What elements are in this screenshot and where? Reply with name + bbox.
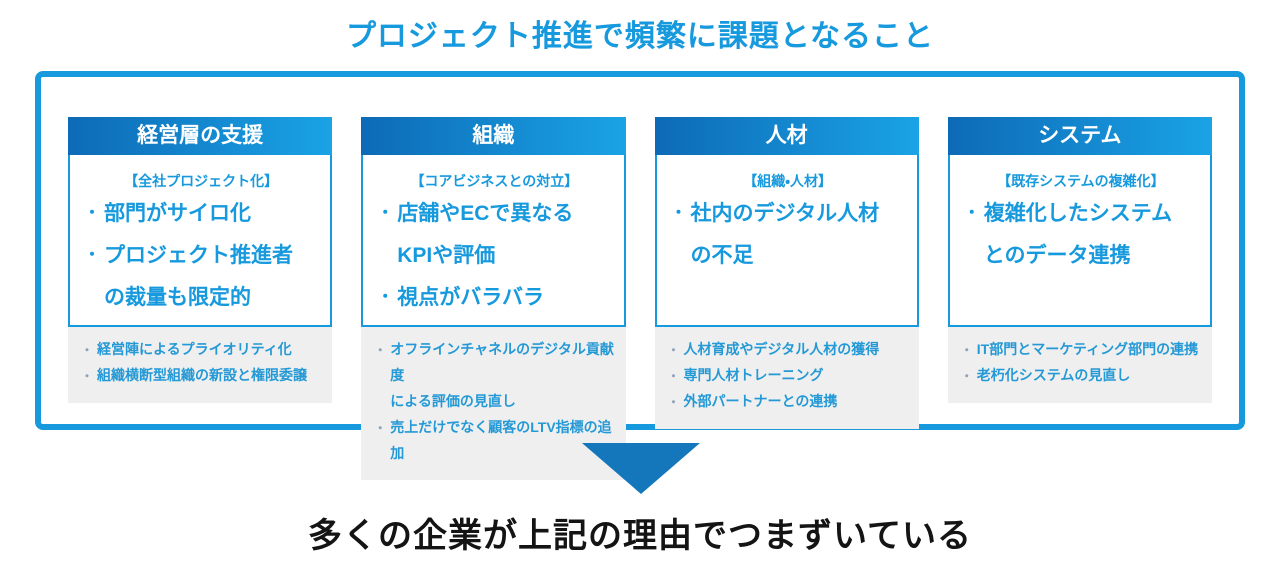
column-subtitle: 【全社プロジェクト化】 [124,173,279,189]
issue-item: ・社内のデジタル人材 の不足 [669,193,907,277]
bullet-icon: ・ [84,247,101,264]
solutions-list: ・IT部門とマーケティング部門の連携・老朽化システムの見直し [960,337,1202,389]
bullet-icon: ・ [670,205,687,222]
bullet-icon: ・ [667,394,680,409]
issue-item-text: 視点がバラバラ [397,286,545,309]
bullet-icon: ・ [667,368,680,383]
bullet-icon: ・ [377,205,394,222]
solutions-list: ・オフラインチャネルのデジタル貢献度 による評価の見直し・売上だけでなく顧客のL… [373,337,615,466]
solution-item-text: 人材育成やデジタル人材の獲得 [683,341,880,357]
solution-item: ・経営陣によるプライオリティ化 [80,337,322,363]
issue-item: ・複雑化したシステム とのデータ連携 [962,193,1200,277]
issue-list: ・複雑化したシステム とのデータ連携 [962,193,1200,277]
solution-item: ・オフラインチャネルのデジタル貢献度 による評価の見直し [373,337,615,415]
column-header-label: 経営層の支援 [68,117,333,155]
issue-list: ・店舗やECで異なる KPIや評価・視点がバラバラ [375,193,613,319]
column-body: 【全社プロジェクト化】 ・部門がサイロ化・プロジェクト推進者 の裁量も限定的 [68,155,333,327]
bullet-icon: ・ [960,343,973,357]
column-header-label: 人材 [654,117,919,155]
issue-item: ・店舗やECで異なる KPIや評価 [375,193,613,277]
solution-item: ・売上だけでなく顧客のLTV指標の追加 [373,415,615,467]
issue-column: 組織 【コアビジネスとの対立】 ・店舗やECで異なる KPIや評価・視点がバラバ… [361,117,626,481]
issue-column: 人材 【組織・人材】 ・社内のデジタル人材 の不足 ・人材育成やデジタル人材の獲… [654,117,919,429]
issue-item: ・プロジェクト推進者 の裁量も限定的 [82,235,320,319]
issue-column: システム 【既存システムの複雑化】 ・複雑化したシステム とのデータ連携 ・IT… [947,117,1212,403]
column-header-label: システム [947,117,1212,155]
solutions-list: ・経営陣によるプライオリティ化・組織横断型組織の新設と権限委譲 [80,337,322,389]
bullet-icon: ・ [81,343,94,357]
bullet-icon: ・ [81,368,94,383]
column-subtitle: 【コアビジネスとの対立】 [410,173,579,189]
issues-board: 経営層の支援 【全社プロジェクト化】 ・部門がサイロ化・プロジェクト推進者 の裁… [35,71,1245,481]
column-body: 【既存システムの複雑化】 ・複雑化したシステム とのデータ連携 [947,155,1212,327]
solution-item-text: 外部パートナーとの連携 [683,392,838,409]
solution-item-text: 老朽化システムの見直し [976,366,1131,383]
solution-item-text: IT部門とマーケティング部門の連携 [976,341,1199,357]
solution-item-text: 組織横断型組織の新設と権限委譲 [97,366,307,383]
issue-item-text: 部門がサイロ化 [104,202,251,225]
solution-item: ・外部パートナーとの連携 [667,389,909,415]
solution-item: ・専門人材トレーニング [667,363,909,389]
column-header-label: 組織 [361,117,626,155]
issue-item: ・部門がサイロ化 [82,193,320,235]
bullet-icon: ・ [960,368,973,383]
page-title: プロジェクト推進で頻繁に課題となること [345,20,935,53]
solutions-list: ・人材育成やデジタル人材の獲得・専門人材トレーニング・外部パートナーとの連携 [667,337,909,415]
issue-item-text: 複雑化したシステム とのデータ連携 [983,202,1173,267]
bullet-icon: ・ [377,289,394,306]
issue-list: ・社内のデジタル人材 の不足 [669,193,907,277]
bullet-icon: ・ [374,343,387,357]
column-subtitle: 【既存システムの複雑化】 [997,173,1165,189]
issue-list: ・部門がサイロ化・プロジェクト推進者 の裁量も限定的 [82,193,320,319]
column-body: 【コアビジネスとの対立】 ・店舗やECで異なる KPIや評価・視点がバラバラ [361,155,626,327]
issue-column: 経営層の支援 【全社プロジェクト化】 ・部門がサイロ化・プロジェクト推進者 の裁… [68,117,333,403]
down-arrow-icon [582,443,700,494]
column-body: 【組織・人材】 ・社内のデジタル人材 の不足 [654,155,919,327]
solution-item: ・人材育成やデジタル人材の獲得 [667,337,909,363]
solution-item-text: 経営陣によるプライオリティ化 [97,341,292,357]
solution-item-text: オフラインチャネルのデジタル貢献度 による評価の見直し [390,341,614,409]
bullet-icon: ・ [84,205,101,222]
solution-item: ・老朽化システムの見直し [960,363,1202,389]
solution-item: ・IT部門とマーケティング部門の連携 [960,337,1202,363]
issue-item: ・視点がバラバラ [375,277,613,319]
bullet-icon: ・ [374,420,387,435]
solution-item: ・組織横断型組織の新設と権限委譲 [80,363,322,389]
column-subtitle: 【組織・人材】 [743,173,832,189]
conclusion-text: 多くの企業が上記の理由でつまずいている [308,517,972,555]
solution-item-text: 専門人材トレーニング [683,366,824,383]
solutions-panel: ・経営陣によるプライオリティ化・組織横断型組織の新設と権限委譲 [68,327,333,403]
bullet-icon: ・ [667,343,680,357]
solutions-panel: ・IT部門とマーケティング部門の連携・老朽化システムの見直し [947,327,1212,403]
issue-item-text: プロジェクト推進者 の裁量も限定的 [104,244,293,309]
solutions-panel: ・オフラインチャネルのデジタル貢献度 による評価の見直し・売上だけでなく顧客のL… [361,327,626,481]
issue-item-text: 店舗やECで異なる KPIや評価 [397,202,574,267]
solutions-panel: ・人材育成やデジタル人材の獲得・専門人材トレーニング・外部パートナーとの連携 [654,327,919,429]
solution-item-text: 売上だけでなく顧客のLTV指標の追加 [390,418,612,461]
issue-item-text: 社内のデジタル人材 の不足 [690,202,880,267]
bullet-icon: ・ [963,205,980,222]
